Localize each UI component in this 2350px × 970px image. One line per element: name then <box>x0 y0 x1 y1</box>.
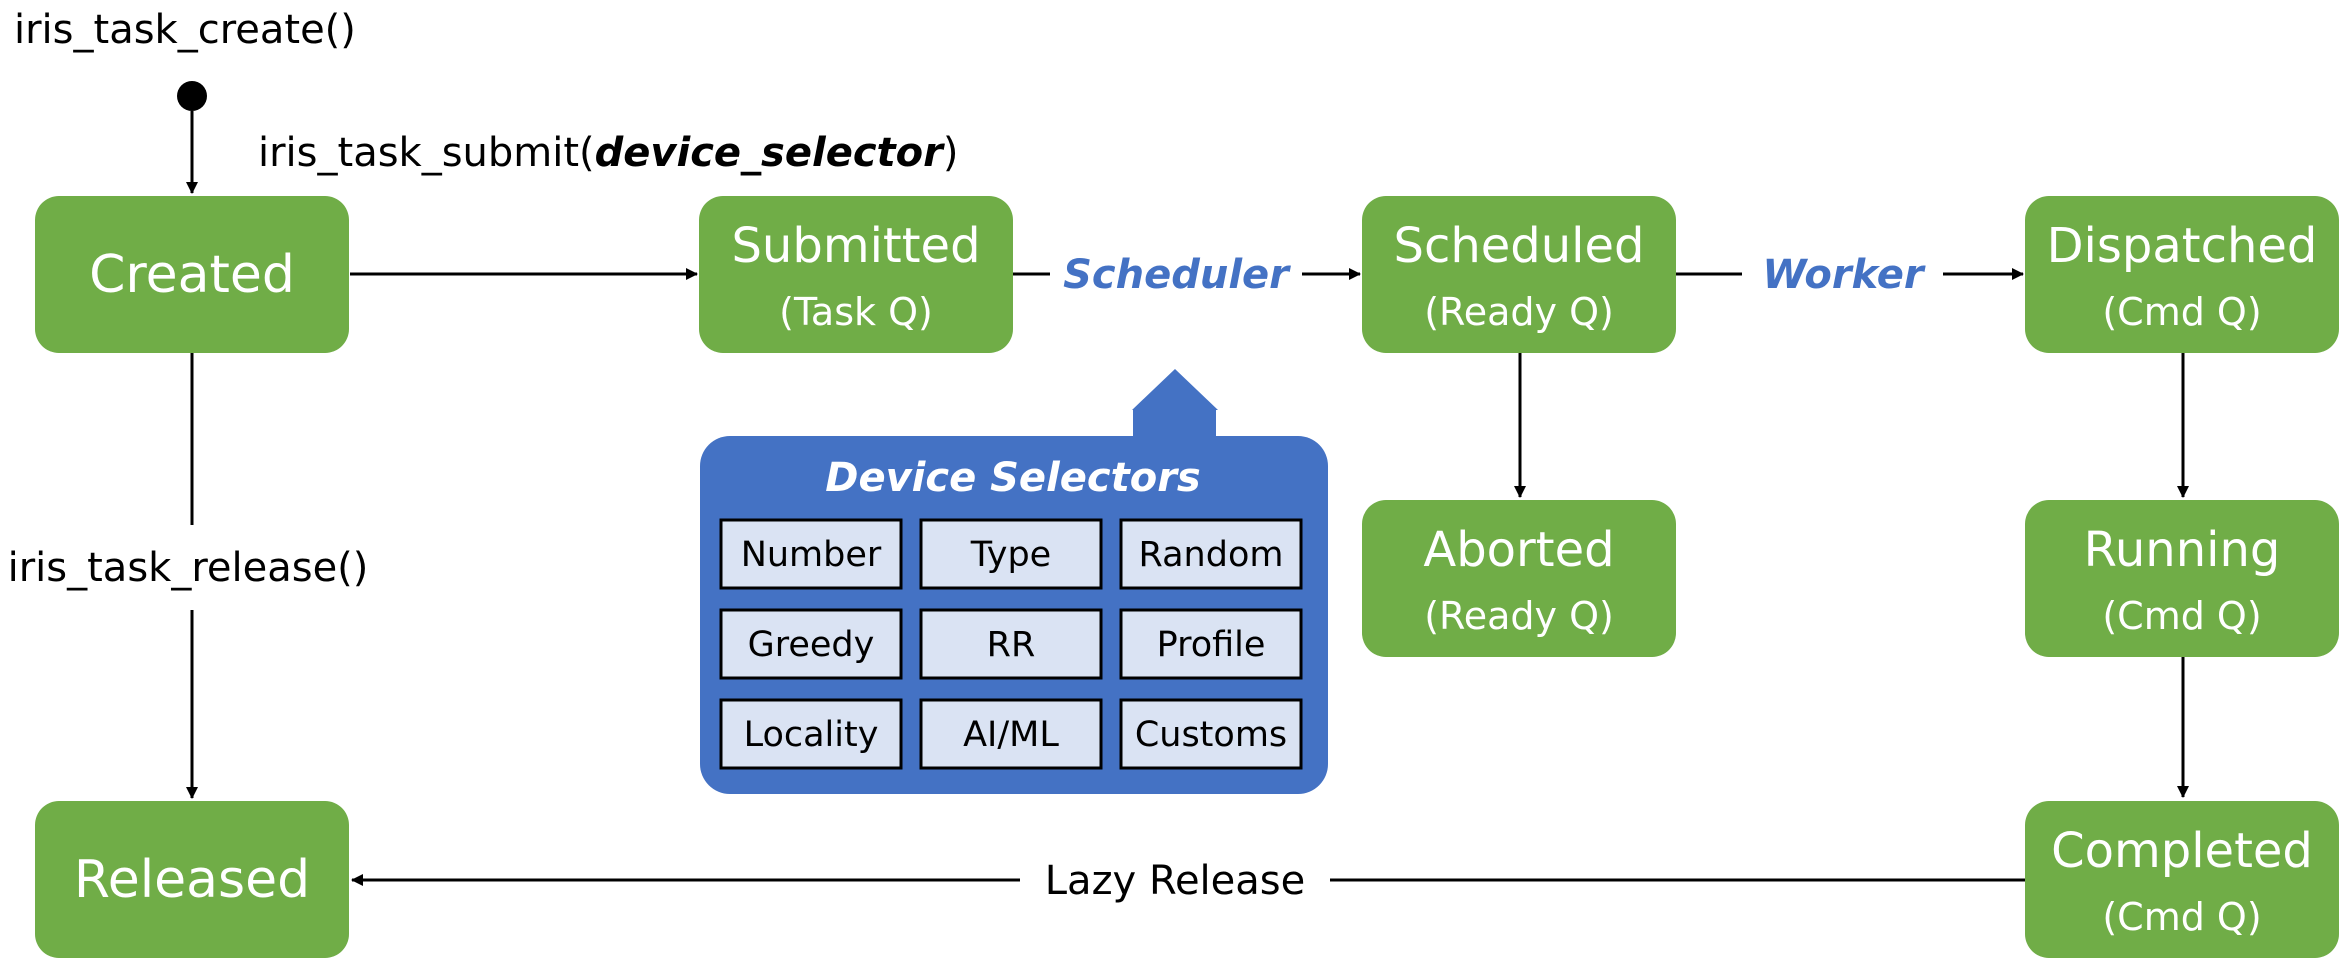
state-running-queue: (Cmd Q) <box>2102 594 2261 638</box>
worker-label: Worker <box>1762 252 1925 298</box>
state-submitted-queue: (Task Q) <box>779 290 933 334</box>
release-function-label: iris_task_release() <box>8 545 369 591</box>
state-running: Running (Cmd Q) <box>2025 500 2339 657</box>
state-aborted: Aborted (Ready Q) <box>1362 500 1676 657</box>
state-released: Released <box>35 801 349 958</box>
device-selectors-panel: Device Selectors Number Type Random Gree… <box>700 369 1328 794</box>
selector-cell <box>719 518 903 590</box>
scheduler-label: Scheduler <box>1063 252 1291 298</box>
state-created-title: Created <box>89 245 295 305</box>
submit-function-suffix: ) <box>943 130 959 176</box>
submit-function-arg: device_selector <box>595 130 945 176</box>
selector-cell <box>919 608 1103 680</box>
state-completed: Completed (Cmd Q) <box>2025 801 2339 958</box>
state-completed-title: Completed <box>2051 823 2313 879</box>
state-aborted-queue: (Ready Q) <box>1424 594 1614 638</box>
state-submitted: Submitted (Task Q) <box>699 196 1013 353</box>
lazy-release-label: Lazy Release <box>1045 858 1305 904</box>
selector-cell-label: RR <box>987 625 1036 665</box>
selector-cell <box>919 518 1103 590</box>
state-completed-queue: (Cmd Q) <box>2102 895 2261 939</box>
create-function-label: iris_task_create() <box>14 7 356 53</box>
selector-cell <box>919 698 1103 770</box>
selector-cell <box>1119 608 1303 680</box>
selector-cell-label: Customs <box>1135 715 1287 755</box>
selector-cell-label: Random <box>1139 535 1284 575</box>
state-created: Created <box>35 196 349 353</box>
state-released-title: Released <box>74 850 310 910</box>
selector-cell-label: Number <box>741 535 882 575</box>
selector-cell <box>719 698 903 770</box>
state-running-title: Running <box>2084 522 2281 578</box>
state-submitted-title: Submitted <box>731 218 980 274</box>
device-selectors-title: Device Selectors <box>825 455 1201 501</box>
state-dispatched-queue: (Cmd Q) <box>2102 290 2261 334</box>
submit-function-label: iris_task_submit(device_selector) <box>258 130 958 176</box>
state-scheduled-title: Scheduled <box>1393 218 1644 274</box>
initial-state-dot <box>177 81 207 111</box>
selector-cell-label: Type <box>970 535 1051 575</box>
selector-cell-label: Greedy <box>748 625 875 665</box>
submit-function-prefix: iris_task_submit( <box>258 130 595 176</box>
state-scheduled: Scheduled (Ready Q) <box>1362 196 1676 353</box>
state-scheduled-queue: (Ready Q) <box>1424 290 1614 334</box>
selector-cell <box>1119 698 1303 770</box>
state-aborted-title: Aborted <box>1423 522 1614 578</box>
selector-cell <box>719 608 903 680</box>
selector-cell-label: Locality <box>744 715 879 755</box>
selector-cell-label: AI/ML <box>963 715 1059 755</box>
selector-grid: Number Type Random Greedy RR Profile Loc… <box>719 518 1303 770</box>
state-dispatched-title: Dispatched <box>2047 218 2318 274</box>
panel-up-arrow <box>1132 369 1218 440</box>
selector-cell-label: Profile <box>1157 625 1266 665</box>
state-dispatched: Dispatched (Cmd Q) <box>2025 196 2339 353</box>
selector-cell <box>1119 518 1303 590</box>
